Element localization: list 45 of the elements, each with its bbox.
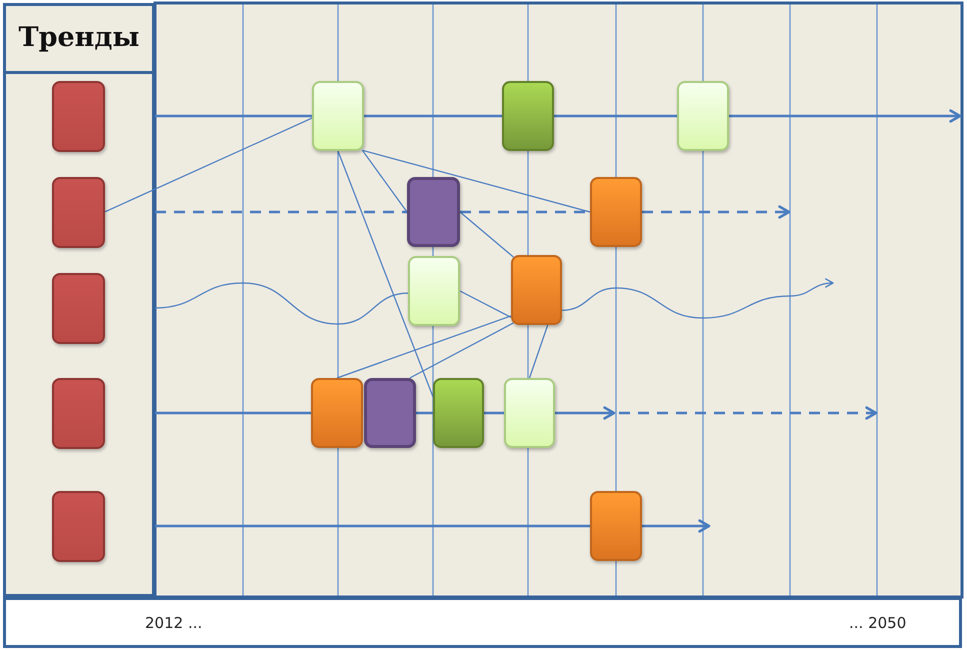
timeline-line bbox=[155, 412, 311, 414]
connector-line bbox=[362, 150, 408, 212]
year-label: 2012 ... bbox=[145, 615, 202, 632]
trend-box bbox=[52, 273, 105, 344]
connector-line bbox=[460, 212, 514, 258]
event-box bbox=[511, 255, 562, 325]
event-box bbox=[311, 378, 363, 448]
year-label: ... 2050 bbox=[849, 615, 906, 632]
timeline-line bbox=[484, 412, 504, 414]
timeline-band bbox=[3, 597, 962, 648]
timeline-line bbox=[155, 114, 312, 118]
connector-line bbox=[104, 118, 312, 212]
connector-line bbox=[528, 324, 548, 378]
event-box bbox=[364, 378, 416, 448]
connector-line bbox=[460, 290, 512, 318]
timeline-arrow bbox=[642, 205, 790, 219]
trend-box bbox=[52, 177, 105, 248]
connector-line bbox=[336, 315, 512, 379]
event-box bbox=[312, 81, 364, 151]
event-box bbox=[408, 256, 460, 326]
timeline-arrow bbox=[642, 519, 710, 533]
timeline-line bbox=[155, 524, 590, 528]
event-box bbox=[590, 177, 642, 247]
event-box bbox=[407, 177, 460, 247]
connector-line bbox=[362, 150, 590, 213]
trend-box bbox=[52, 491, 105, 562]
event-box bbox=[433, 378, 484, 448]
trends-column bbox=[3, 3, 155, 597]
timeline-line bbox=[155, 210, 407, 214]
connector-line bbox=[337, 150, 434, 398]
timeline-line bbox=[364, 114, 502, 118]
timeline-line bbox=[416, 412, 433, 414]
column-heading: Тренды bbox=[18, 22, 140, 54]
event-box bbox=[590, 491, 642, 561]
event-box bbox=[504, 378, 555, 448]
timeline-line bbox=[554, 114, 677, 118]
event-box bbox=[677, 81, 729, 151]
trend-box bbox=[52, 81, 105, 152]
wavy-line bbox=[154, 282, 408, 325]
event-box bbox=[502, 81, 554, 151]
timeline-arrow bbox=[729, 109, 962, 123]
wavy-arrow bbox=[562, 278, 834, 319]
connector-line bbox=[410, 322, 514, 379]
trend-box bbox=[52, 378, 105, 449]
timeline-arrow bbox=[555, 406, 616, 420]
